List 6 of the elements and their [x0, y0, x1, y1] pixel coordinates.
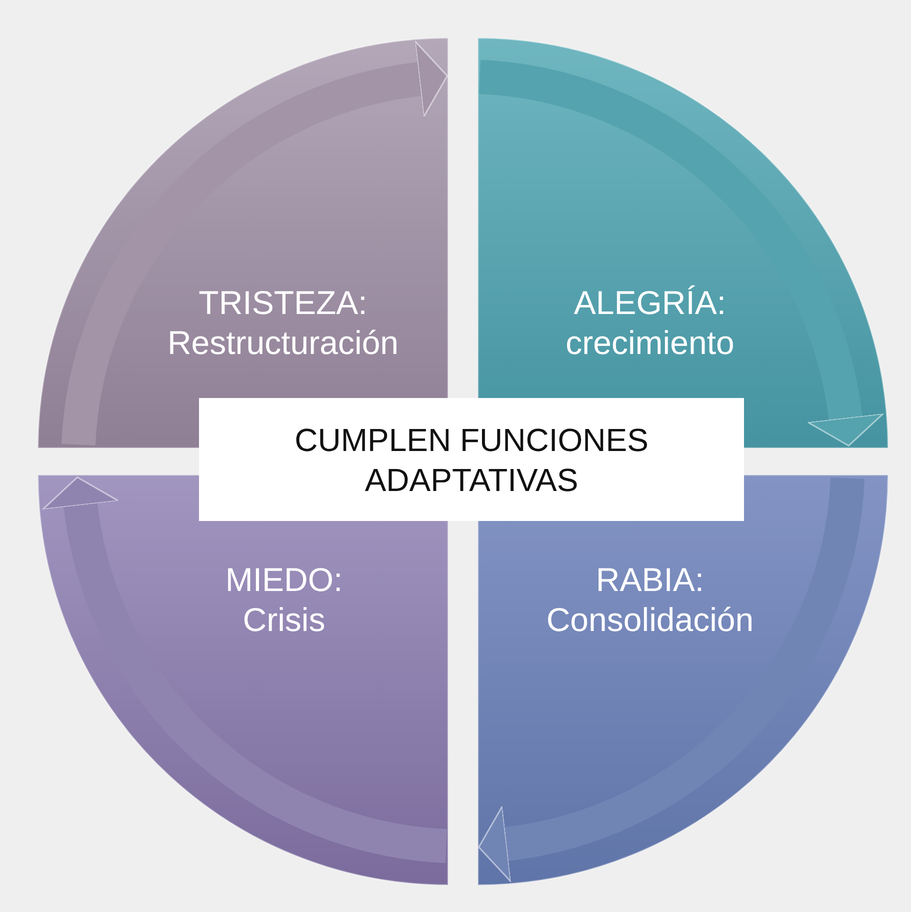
center-text: CUMPLEN FUNCIONES ADAPTATIVAS [294, 420, 650, 500]
quadrant-label: MIEDO: Crisis [224, 560, 344, 640]
quadrant-label: TRISTEZA: Restructuración [166, 283, 400, 363]
quadrant-label: ALEGRÍA: crecimiento [564, 283, 736, 363]
title-box [199, 398, 744, 521]
quadrant-label: RABIA: Consolidación [545, 560, 755, 640]
